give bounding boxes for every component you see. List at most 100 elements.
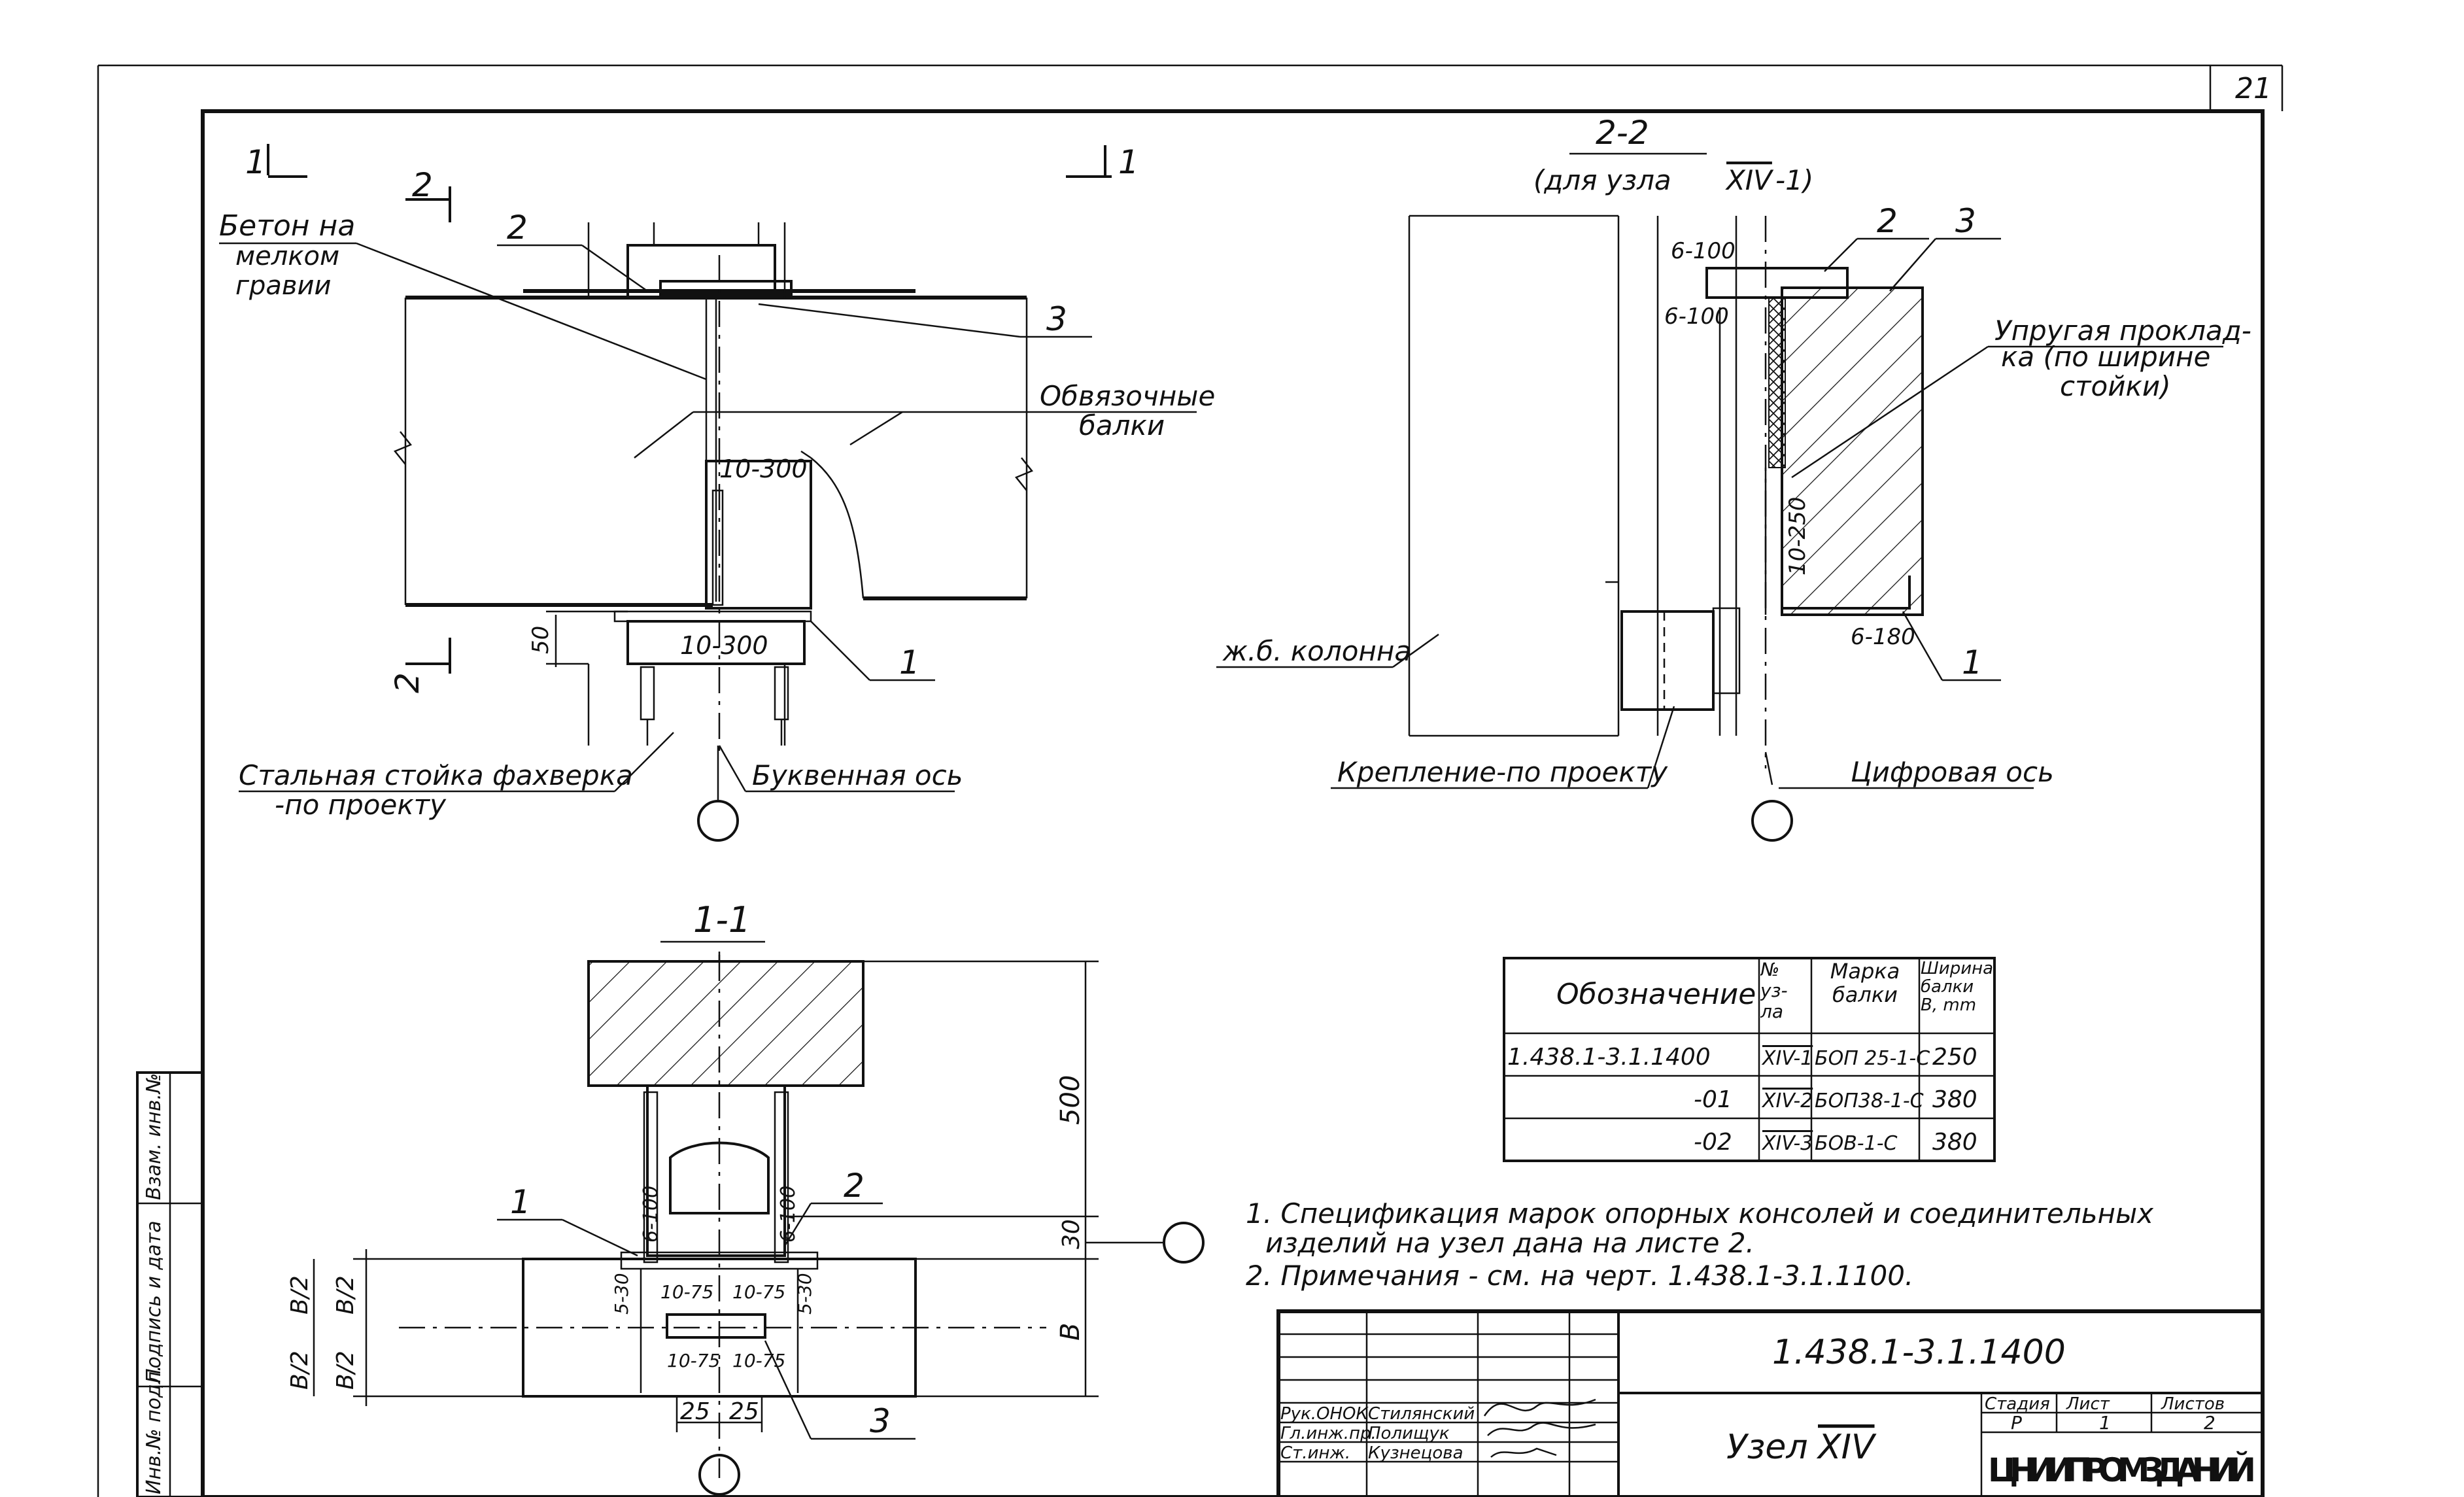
stamp-inv: Инв.№ подл. <box>143 1366 165 1494</box>
p-10-75-d: 10-75 <box>732 1350 785 1371</box>
cut-marker-1-left: 1 <box>245 143 266 181</box>
td-2-1: XIV-3 <box>1761 1132 1813 1155</box>
cut-marker-2-top: 2 <box>412 166 433 204</box>
pos-2-sec22: 2 <box>1877 202 1898 240</box>
label-elastic-pad-1: Упругая проклад- <box>1994 315 2251 347</box>
td-0-2: БОП 25-1-С <box>1815 1047 1930 1070</box>
stage-header: Стадия <box>1985 1394 2050 1414</box>
note-1: 1. Спецификация марок опорных консолей и… <box>1246 1197 2154 1230</box>
title-code: 1.438.1-3.1.1400 <box>1772 1333 2066 1372</box>
org-name: ЦНИИПРОМЗДАНИЙ <box>1988 1451 2256 1489</box>
th-beam-mark: Марка балки <box>1830 959 1900 1007</box>
pos-2-sec11: 2 <box>844 1167 864 1205</box>
p-10-75-b: 10-75 <box>732 1281 785 1303</box>
label-concrete-3: гравии <box>235 271 331 301</box>
dim-B: В <box>1055 1323 1086 1341</box>
w-6-100-left: 6-100 <box>640 1186 662 1243</box>
section-2-2-subtitle: (для узла <box>1533 164 1671 196</box>
stamp-sign: Подпись и дата <box>143 1221 165 1384</box>
th-node: № уз- ла <box>1760 959 1788 1022</box>
label-elastic-pad-3: стойки) <box>2060 370 2171 402</box>
s-5-30-right: 5-30 <box>794 1273 815 1315</box>
td-2-0: -02 <box>1694 1129 1732 1156</box>
td-2-2: БОВ-1-С <box>1815 1132 1898 1155</box>
plate-bottom-label: 10-300 <box>680 631 768 660</box>
dim-25-b: 25 <box>729 1398 759 1425</box>
label-digit-axis: Цифровая ось <box>1851 756 2054 788</box>
label-steel-post-1: Стальная стойка фахверка <box>239 759 633 791</box>
pos-1-sec11: 1 <box>510 1183 531 1221</box>
label-rc-column: ж.б. колонна <box>1222 635 1411 667</box>
stamp-replace: Взам. инв.№ <box>143 1073 165 1200</box>
sheet-frame: 21 <box>97 64 2284 1497</box>
sheets-header: Листов <box>2161 1394 2225 1414</box>
name-1: Стилянский <box>1368 1404 1475 1424</box>
dim-b2-top-2: В/2 <box>286 1275 313 1315</box>
signature-1 <box>1483 1398 1596 1417</box>
sheets-value: 2 <box>2204 1412 2216 1434</box>
section-2-2-suffix: -1) <box>1775 164 1813 196</box>
w-6-100-right: 6-100 <box>777 1186 800 1243</box>
th-beam-width: Ширина балки В, mm <box>1921 959 1994 1015</box>
td-0-0: 1.438.1-3.1.1400 <box>1507 1044 1711 1071</box>
label-letter-axis: Буквенная ось <box>752 759 963 791</box>
pos-3-plan: 3 <box>1046 300 1067 338</box>
title-name: Узел <box>1726 1428 1808 1467</box>
role-3: Ст.инж. <box>1280 1443 1350 1463</box>
sheet-value: 1 <box>2099 1412 2111 1434</box>
label-fastening: Крепление-по проекту <box>1337 756 1668 788</box>
stage-value: Р <box>2011 1412 2022 1434</box>
role-2: Гл.инж.пр. <box>1280 1424 1377 1443</box>
pos-2-plan: 2 <box>507 209 528 247</box>
plate-top-label: 10-300 <box>719 455 808 483</box>
name-2: Полищук <box>1368 1424 1450 1443</box>
pos-3-sec22: 3 <box>1955 202 1976 240</box>
p-10-75-a: 10-75 <box>660 1281 713 1303</box>
title-block: 1.438.1-3.1.1400 Узел XIV Рук.ОНОК Стиля… <box>1276 1309 2265 1497</box>
signature-2 <box>1487 1422 1596 1436</box>
label-concrete-1: Бетон на <box>219 209 355 243</box>
td-1-2: БОП38-1-С <box>1815 1090 1924 1112</box>
side-stamp: Инв.№ подл. Подпись и дата Взам. инв.№ <box>136 1071 204 1497</box>
note-1-cont: изделий на узел дана на листе 2. <box>1265 1227 1754 1259</box>
th-designation: Обозначение <box>1556 978 1756 1011</box>
label-tie-beams-2: балки <box>1079 409 1165 441</box>
td-0-3: 250 <box>1932 1044 1977 1071</box>
section-2-2: 2-2 (для узла XIV -1) 6-100 6-100 10-250… <box>1216 114 2251 842</box>
p-10-250: 10-250 <box>1785 497 1811 576</box>
title-node: XIV <box>1816 1428 1877 1467</box>
label-concrete-2: мелком <box>235 241 339 271</box>
dim-b2-top: В/2 <box>332 1275 359 1315</box>
td-0-1: XIV-1 <box>1761 1047 1813 1070</box>
pos-3-sec11: 3 <box>870 1402 891 1440</box>
label-elastic-pad-2: ка (по ширине <box>2001 341 2210 373</box>
signature-3 <box>1490 1447 1557 1458</box>
pos-1-plan: 1 <box>899 644 920 681</box>
p-10-75-c: 10-75 <box>667 1350 720 1371</box>
notes: 1. Спецификация марок опорных консолей и… <box>1246 1197 2154 1292</box>
p-6-180: 6-180 <box>1851 624 1915 650</box>
cut-marker-1-right: 1 <box>1118 143 1139 181</box>
label-steel-post-2: -по проекту <box>275 789 447 821</box>
p-6-100-mid: 6-100 <box>1664 303 1729 330</box>
sheet-header: Лист <box>2066 1394 2110 1414</box>
td-1-3: 380 <box>1932 1086 1977 1113</box>
p-6-100-top: 6-100 <box>1671 238 1736 264</box>
plan-view: 1 1 2 2 <box>219 143 1215 842</box>
section-1-1-title: 1-1 <box>693 899 751 940</box>
cut-marker-2-bottom: 2 <box>388 672 426 693</box>
pos-1-sec22: 1 <box>1962 644 1983 681</box>
note-2: 2. Примечания - см. на черт. 1.438.1-3.1… <box>1246 1260 1913 1292</box>
dim-25-a: 25 <box>680 1398 710 1425</box>
td-1-1: XIV-2 <box>1761 1090 1813 1112</box>
name-3: Кузнецова <box>1368 1443 1463 1463</box>
role-1: Рук.ОНОК <box>1280 1404 1369 1424</box>
s-5-30-left: 5-30 <box>611 1273 632 1315</box>
dim-30: 30 <box>1058 1219 1085 1249</box>
section-2-2-title: 2-2 <box>1596 114 1649 152</box>
dim-b2-bot-2: В/2 <box>286 1351 313 1390</box>
dim-500: 500 <box>1055 1075 1086 1125</box>
spec-table: Обозначение № уз- ла Марка балки Ширина … <box>1503 957 1996 1162</box>
section-2-2-node: XIV <box>1725 164 1774 196</box>
